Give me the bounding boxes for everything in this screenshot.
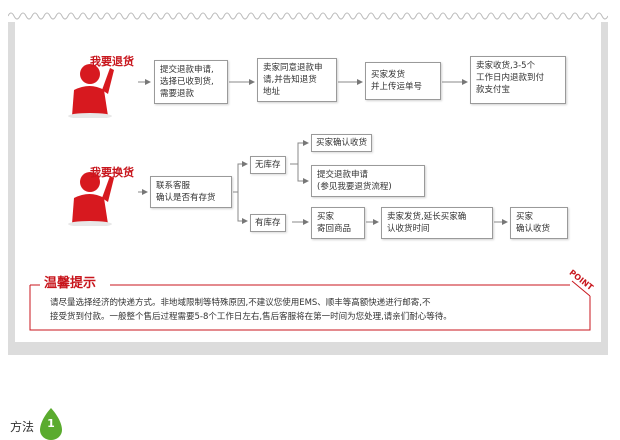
return-step-1-line-2: 选择已收到货, [160, 77, 214, 87]
in-stock-step-2: 卖家发货,延长买家确 认收货时间 [381, 207, 493, 239]
exchange-start-box: 联系客服 确认是否有存货 [150, 176, 232, 208]
method-number: 1 [47, 417, 55, 430]
leaf-number-icon [40, 408, 62, 440]
scallop-border [8, 10, 608, 22]
return-section-label: 我要退货 [90, 55, 134, 68]
no-stock-option-refund-line-2: (参见我要退货流程) [317, 182, 392, 192]
return-step-3-line-1: 买家发货 [371, 70, 406, 80]
person-raising-hand-icon [68, 172, 114, 226]
return-step-2: 卖家同意退款申 请,并告知退货 地址 [257, 58, 337, 102]
no-stock-option-refund: 提交退款申请 (参见我要退货流程) [311, 165, 425, 197]
tip-line-2: 接受货到付款。一般整个售后过程需要5-8个工作日左右,售后客服将在第一时间为您处… [50, 312, 452, 322]
in-stock-step-2-line-2: 认收货时间 [387, 224, 430, 234]
return-step-3-line-2: 并上传运单号 [371, 82, 423, 92]
tip-line-1: 请尽量选择经济的快递方式。非地域限制等特殊原因,不建议您使用EMS、顺丰等高额快… [50, 298, 431, 308]
exchange-start-line-1: 联系客服 [156, 181, 191, 191]
return-step-3: 买家发货 并上传运单号 [365, 62, 441, 100]
no-stock-option-confirm-text: 买家确认收货 [316, 138, 368, 148]
in-stock-step-1-line-2: 寄回商品 [317, 224, 352, 234]
return-step-2-line-1: 卖家同意退款申 [263, 63, 323, 73]
no-stock-option-confirm: 买家确认收货 [311, 134, 373, 152]
in-stock-step-3-line-2: 确认收货 [516, 224, 551, 234]
return-step-2-line-3: 地址 [263, 87, 281, 97]
return-step-1-line-3: 需要退款 [160, 89, 195, 99]
in-stock-step-1-line-1: 买家 [317, 212, 335, 222]
no-stock-tag: 无库存 [250, 156, 286, 174]
return-step-4-line-3: 款支付宝 [476, 85, 511, 95]
return-step-2-line-2: 请,并告知退货 [263, 75, 317, 85]
no-stock-option-refund-line-1: 提交退款申请 [317, 170, 369, 180]
method-label: 方法 [10, 420, 35, 434]
in-stock-step-3-line-1: 买家 [516, 212, 534, 222]
return-step-1-line-1: 提交退款申请, [160, 65, 214, 75]
return-step-1: 提交退款申请, 选择已收到货, 需要退款 [154, 60, 228, 104]
exchange-section-label: 我要换货 [90, 166, 134, 179]
in-stock-tag: 有库存 [250, 214, 286, 232]
return-step-4: 卖家收货,3-5个 工作日内退款到付 款支付宝 [470, 56, 566, 104]
exchange-start-line-2: 确认是否有存货 [156, 193, 216, 203]
tip-title: 温馨提示 [44, 276, 97, 291]
person-raising-hand-icon [68, 64, 114, 118]
tip-text: 请尽量选择经济的快递方式。非地域限制等特殊原因,不建议您使用EMS、顺丰等高额快… [50, 296, 560, 324]
in-stock-step-2-line-1: 卖家发货,延长买家确 [387, 212, 467, 222]
in-stock-step-3: 买家 确认收货 [510, 207, 568, 239]
return-step-4-line-1: 卖家收货,3-5个 [476, 61, 536, 71]
in-stock-step-1: 买家 寄回商品 [311, 207, 365, 239]
return-step-4-line-2: 工作日内退款到付 [476, 73, 545, 83]
